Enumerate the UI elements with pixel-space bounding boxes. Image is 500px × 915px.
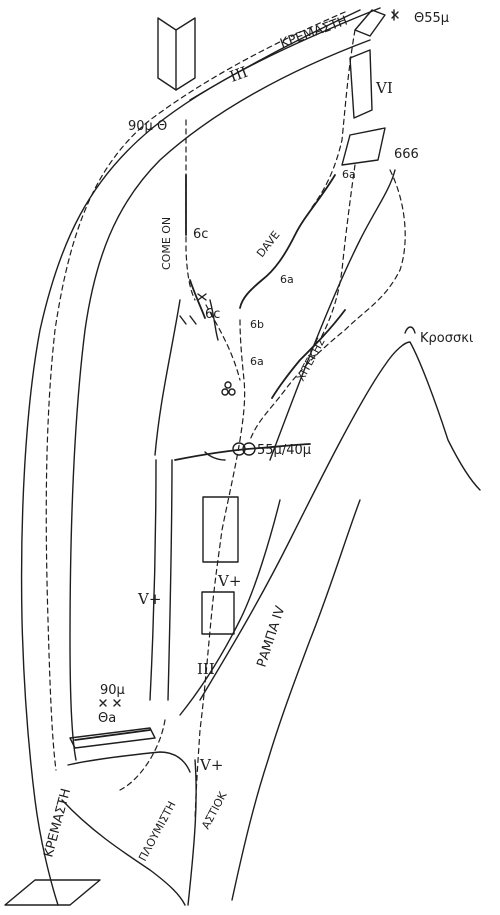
left-long-dashed-route	[45, 11, 346, 771]
label-grade-vi: VI	[375, 79, 393, 97]
central-rect-lower	[201, 591, 235, 635]
label-peak-name: Κροσσκι	[420, 331, 473, 346]
label-bottom-path-left: ΠΛΟΥΜΙΣΤΗ	[136, 799, 178, 863]
upper-right-dashed-route	[309, 29, 356, 211]
chitekis-route-line	[271, 309, 346, 399]
belay-ledge-line	[174, 443, 311, 461]
come-on-route-dashed	[185, 119, 196, 301]
left-inner-rock-edge	[69, 39, 371, 761]
belay-anchor-ring-left	[232, 442, 246, 456]
right-rock-face-edge	[269, 169, 396, 461]
ramp-left-edge	[179, 499, 281, 716]
belay-anchor-dot-3	[224, 381, 232, 389]
belay-anchor-dot-2	[228, 388, 236, 396]
label-grade-6b: 6b	[250, 318, 264, 331]
top-right-dihedral	[349, 49, 373, 119]
star-icon-bottom	[99, 699, 121, 707]
left-lower-dashed-route	[205, 304, 241, 381]
right-dashed-route	[249, 169, 406, 441]
label-bottom-path-right: ΑΣΤΙΟΚ	[199, 789, 230, 831]
label-route-dave: DAVE	[254, 229, 282, 260]
ramp-right-edge	[231, 499, 361, 901]
label-kremasti-top: ΚΡΕΜΑΣΤΗ	[278, 14, 349, 52]
lower-gully-inner	[167, 459, 173, 701]
label-anchor-top-right: Θ55μ	[414, 11, 449, 26]
label-anchor-top-left: 90μ Θ	[128, 119, 167, 134]
bottom-ledge-block	[69, 727, 156, 749]
bottom-left-slope	[61, 799, 186, 906]
label-kremasti-bottom: ΚΡΕΜΑΣΤΗ	[41, 787, 74, 859]
label-grade-iii-lower: III	[197, 660, 215, 678]
base-ledge-curve	[67, 751, 191, 773]
upper-band-edge	[189, 9, 361, 101]
lower-gully-left	[149, 459, 157, 701]
belay-anchor-dot-1	[221, 388, 229, 396]
label-ramp: ΡΑΜΠΑ IV	[255, 604, 289, 669]
center-dashed-route	[194, 319, 246, 821]
label-grade-6a-mid: 6a	[250, 355, 264, 368]
label-grade-vplus-left: V+	[137, 590, 161, 608]
central-rect-upper	[202, 496, 239, 563]
dave-to-right-connector	[319, 164, 356, 341]
bottom-center-line	[187, 759, 197, 906]
rock-outlines	[20, 7, 481, 906]
belay-marks	[99, 9, 416, 707]
label-anchor-theta-a: Θa	[98, 711, 116, 726]
right-peak-ridge	[199, 341, 481, 701]
lower-left-dashed-route	[119, 719, 166, 791]
central-rock-right-edge	[209, 299, 219, 341]
come-on-lower-line	[189, 279, 206, 319]
belay-anchor-ring-right	[242, 442, 256, 456]
rock-features	[4, 9, 386, 906]
central-rock-left-edge	[154, 299, 181, 456]
peak-belay-mark	[404, 326, 416, 334]
dave-route-line	[239, 174, 336, 309]
label-grade-6c-upper: 6c	[193, 227, 208, 242]
star-icon-top-right	[391, 9, 399, 21]
bolt-marks-come-on	[179, 315, 197, 325]
label-anchor-90-bottom: 90μ	[100, 683, 125, 698]
upper-right-block	[341, 127, 386, 166]
label-grade-vplus-bottom: V+	[199, 756, 223, 774]
bottom-left-block	[4, 879, 101, 906]
top-right-flake	[354, 9, 386, 37]
label-grade-6a-top: 6a	[342, 168, 356, 181]
label-grade-6c-lower: 6c	[205, 307, 220, 322]
bolt-marks-come-on-upper	[197, 293, 207, 301]
label-grade-666: 666	[394, 147, 419, 162]
bottom-left-ledge	[74, 729, 151, 741]
label-route-come-on: COME ON	[160, 217, 173, 270]
label-grade-vplus-center: V+	[217, 572, 241, 590]
label-grade-iii-top: III	[227, 63, 250, 86]
label-grade-6a-dave: 6a	[280, 273, 294, 286]
dashed-routes	[45, 11, 406, 821]
label-belay-55-40: 55μ/40μ	[257, 443, 311, 458]
left-overhang-block	[204, 451, 226, 461]
